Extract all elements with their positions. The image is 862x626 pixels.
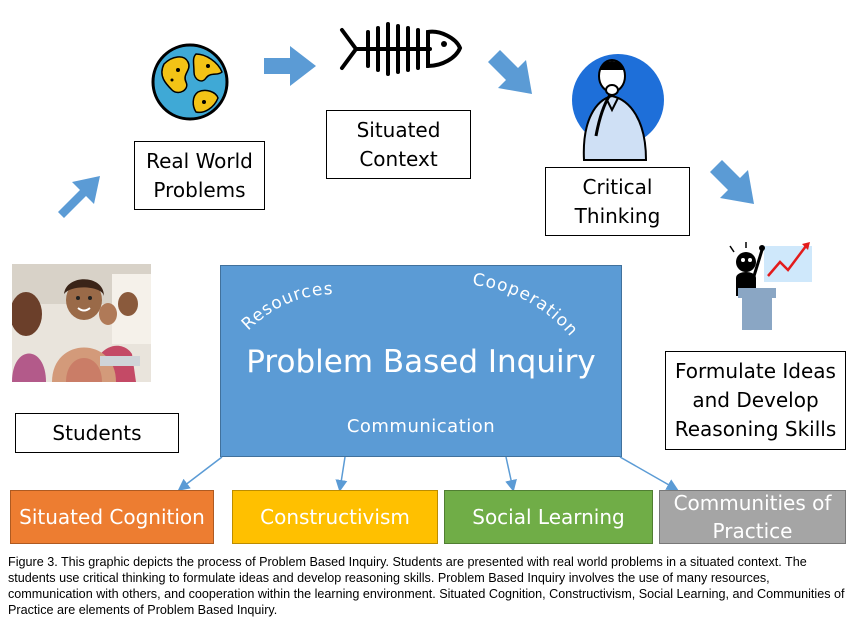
presenter-chart-icon <box>729 242 812 330</box>
situated-label-1: Situated <box>356 117 441 142</box>
figure-caption: Figure 3. This graphic depicts the proce… <box>8 555 845 617</box>
flow-arrow-4 <box>710 160 754 204</box>
thinking-man-icon <box>572 54 664 161</box>
students-label: Students <box>52 420 142 445</box>
students-box: Students <box>15 413 179 453</box>
flow-arrow-1 <box>58 176 100 218</box>
real-world-problems-box: Real World Problems <box>134 141 265 210</box>
flow-arrow-3 <box>488 50 532 94</box>
constructivism-label: Constructivism <box>260 505 410 529</box>
center-curved-labels: Resources Cooperation <box>238 270 581 341</box>
communities-label-2: Practice <box>712 519 793 543</box>
critical-thinking-box: Critical Thinking <box>545 167 690 236</box>
globe-icon <box>151 43 229 121</box>
communities-label-1: Communities of <box>673 491 832 515</box>
social-learning-box: Social Learning <box>444 490 653 544</box>
critical-label-2: Thinking <box>574 203 661 228</box>
communication-label: Communication <box>346 416 496 437</box>
situated-label-2: Context <box>359 146 438 171</box>
students-photo <box>12 264 151 382</box>
formulate-label-1: Formulate Ideas <box>675 359 836 383</box>
fish-skeleton-icon <box>340 22 463 76</box>
problem-based-inquiry-box: Resources Cooperation Problem Based Inqu… <box>220 265 622 457</box>
formulate-label-2: and Develop <box>692 388 819 412</box>
formulate-ideas-box: Formulate Ideas and Develop Reasoning Sk… <box>665 351 846 450</box>
real-world-label-1: Real World <box>146 148 253 173</box>
critical-label-1: Critical <box>582 174 653 199</box>
flow-arrow-2 <box>264 46 316 86</box>
situated-cognition-label: Situated Cognition <box>19 505 205 529</box>
formulate-label-3: Reasoning Skills <box>674 417 837 441</box>
center-title: Problem Based Inquiry <box>246 344 596 380</box>
social-learning-label: Social Learning <box>472 505 625 529</box>
constructivism-box: Constructivism <box>232 490 438 544</box>
situated-cognition-box: Situated Cognition <box>10 490 214 544</box>
real-world-label-2: Problems <box>153 177 246 202</box>
communities-of-practice-box: Communities of Practice <box>659 490 846 544</box>
situated-context-box: Situated Context <box>326 110 471 179</box>
